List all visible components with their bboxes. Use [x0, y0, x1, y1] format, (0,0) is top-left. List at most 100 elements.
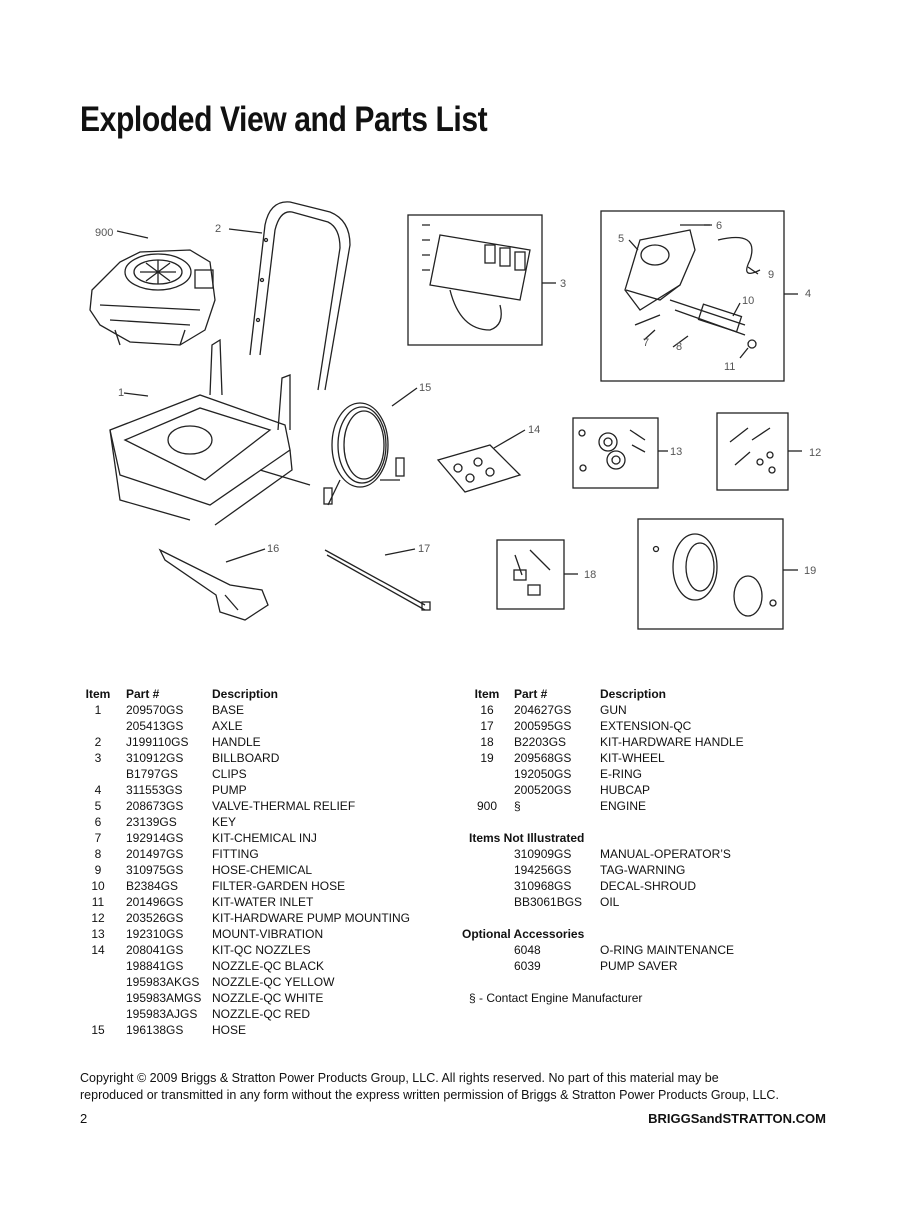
description-cell: BASE [212, 703, 245, 717]
part-number-cell: 209570GS [126, 703, 184, 717]
table-row: 11 201496GS KIT-WATER INLET [80, 894, 440, 910]
item-cell: 17 [480, 719, 494, 733]
item-cell: 11 [91, 895, 105, 909]
part-number-cell: 209568GS [514, 751, 572, 765]
table-row: 19 209568GS KIT-WHEEL [462, 750, 822, 766]
item-cell: 900 [476, 799, 498, 813]
part-number-cell: 6039 [514, 959, 541, 973]
description-cell: FITTING [212, 847, 259, 861]
description-cell: HOSE [212, 1023, 247, 1037]
base-frame-illustration [109, 338, 311, 526]
part-number-cell: 201496GS [126, 895, 184, 909]
description-cell: PUMP SAVER [600, 959, 678, 973]
handle-illustration [249, 201, 351, 391]
callout-label: 16 [267, 543, 279, 555]
part-number-cell: 310975GS [126, 863, 184, 877]
item-cell: 5 [94, 799, 102, 813]
callout-label: 11 [724, 361, 735, 373]
callout-label: 900 [95, 227, 113, 239]
description-cell: NOZZLE-QC RED [212, 1007, 311, 1021]
item-cell: 19 [480, 751, 494, 765]
description-cell: HOSE-CHEMICAL [212, 863, 313, 877]
item-cell: 14 [91, 943, 105, 957]
table-row: 9 310975GS HOSE-CHEMICAL [80, 862, 440, 878]
part-number-cell: 192050GS [514, 767, 572, 781]
handle-hardware-illustration [513, 549, 551, 596]
part-number-cell: 194256GS [514, 863, 572, 877]
part-number-cell: 310968GS [514, 879, 572, 893]
section-heading-not-illustrated: Items Not Illustrated [469, 831, 585, 845]
part-number-cell: 203526GS [126, 911, 184, 925]
part-number-cell: 205413GS [126, 719, 184, 733]
part-number-cell: 6048 [514, 943, 541, 957]
part-number-cell: § [514, 799, 521, 813]
callout-label: 4 [805, 288, 811, 300]
description-cell: TAG-WARNING [600, 863, 686, 877]
callout-label: 17 [418, 543, 430, 555]
part-number-cell: 204627GS [514, 703, 572, 717]
table-row: 6048 O-RING MAINTENANCE [462, 942, 822, 958]
callout-label: 18 [584, 569, 596, 581]
item-cell: 1 [94, 703, 102, 717]
part-number-cell: B2203GS [514, 735, 567, 749]
description-cell: BILLBOARD [212, 751, 280, 765]
description-cell: KIT-WHEEL [600, 751, 665, 765]
item-cell: 9 [94, 863, 102, 877]
wheel-illustration [652, 533, 777, 617]
part-number-cell: 311553GS [126, 783, 183, 797]
description-cell: O-RING MAINTENANCE [600, 943, 735, 957]
callout-label: 6 [716, 220, 722, 232]
billboard-illustration [422, 224, 531, 331]
description-cell: KIT-QC NOZZLES [212, 943, 311, 957]
description-cell: GUN [600, 703, 627, 717]
footnote: § - Contact Engine Manufacturer [469, 991, 643, 1005]
description-cell: NOZZLE-QC BLACK [212, 959, 325, 973]
description-cell: KIT-CHEMICAL INJ [212, 831, 317, 845]
part-number-cell: 195983AMGS [126, 991, 202, 1005]
part-number-cell: 200595GS [514, 719, 572, 733]
nozzle-kit-illustration [436, 444, 522, 493]
table-row: 6039 PUMP SAVER [462, 958, 822, 974]
pump-illustration [624, 224, 761, 349]
description-cell: E-RING [600, 767, 642, 781]
pump-mount-hardware-illustration [729, 427, 776, 474]
copyright-notice: Copyright © 2009 Briggs & Stratton Power… [80, 1070, 840, 1104]
callout-label: 1 [118, 387, 124, 399]
table-header: Item Part # Description [80, 686, 440, 702]
part-number-cell: J199110GS [126, 735, 189, 749]
header-item: Item [85, 687, 111, 701]
callout-label: 3 [560, 278, 566, 290]
part-number-cell: 198841GS [126, 959, 184, 973]
description-cell: KIT-HARDWARE PUMP MOUNTING [212, 911, 411, 925]
description-cell: KEY [212, 815, 237, 829]
description-cell: KIT-HARDWARE HANDLE [600, 735, 744, 749]
table-row: 1 209570GS BASE [80, 702, 440, 718]
callout-label: 10 [742, 295, 754, 307]
description-cell: KIT-WATER INLET [212, 895, 314, 909]
brand-url: BRIGGSandSTRATTON.COM [648, 1111, 826, 1126]
callout-label: 12 [809, 447, 821, 459]
description-cell: MANUAL-OPERATOR’S [600, 847, 731, 861]
page-title: Exploded View and Parts List [80, 100, 488, 139]
description-cell: MOUNT-VIBRATION [212, 927, 324, 941]
description-cell: VALVE-THERMAL RELIEF [212, 799, 356, 813]
part-number-cell: 195983AKGS [126, 975, 200, 989]
callout-label: 19 [804, 565, 816, 577]
callout-label: 13 [670, 446, 682, 458]
callout-label: 5 [618, 233, 624, 245]
